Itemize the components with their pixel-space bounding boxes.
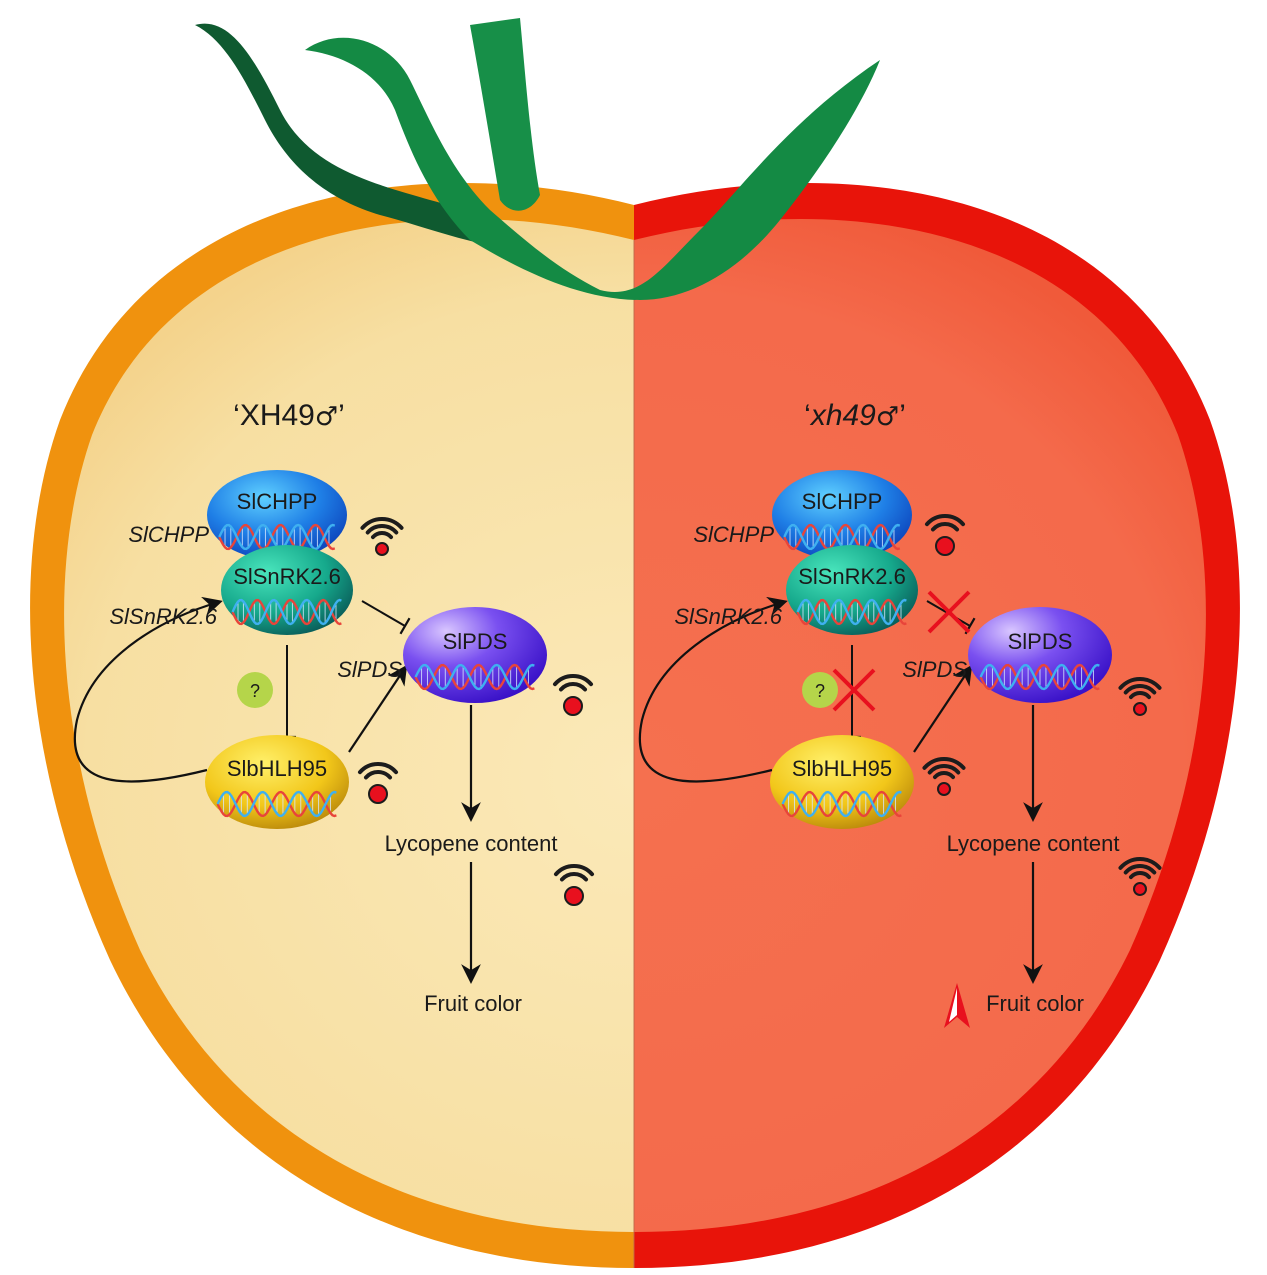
male-symbol-icon: ♂ — [876, 402, 899, 432]
protein-slsnrk26-label: SlSnRK2.6 — [798, 564, 906, 589]
activation-arrow-bhlh-to-pds — [913, 664, 973, 753]
protein-slchpp-label: SlCHPP — [802, 489, 883, 514]
panel-title: ‘xh49♂’ — [804, 399, 906, 432]
tomato-fruit — [30, 183, 1240, 1268]
quote-open: ‘ — [233, 399, 240, 432]
gene-label-slpds: SlPDS — [337, 657, 402, 682]
gene-label-slchpp: SlCHPP — [693, 522, 774, 547]
dna-helix-icon — [796, 598, 907, 626]
blocked-cross-icon — [832, 668, 876, 712]
gene-label-slpds: SlPDS — [902, 657, 967, 682]
protein-slbhlh95: SlbHLH95 — [205, 735, 349, 829]
genotype-name: XH49 — [240, 399, 315, 432]
fruit-color-label: Fruit color — [986, 991, 1084, 1016]
unknown-factor-badge: ? — [802, 672, 838, 708]
protein-slpds: SlPDS — [968, 607, 1112, 703]
protein-slpds: SlPDS — [403, 607, 547, 703]
tomato-stem-icon — [195, 18, 880, 301]
protein-slbhlh95-label: SlbHLH95 — [227, 756, 327, 781]
genotype-name: xh49 — [809, 399, 876, 432]
expression-signal-weak-icon — [357, 762, 399, 804]
quote-open: ‘ — [804, 399, 811, 432]
unknown-factor-badge: ? — [237, 672, 273, 708]
activation-arrow-bhlh-to-snrk — [73, 596, 223, 783]
lycopene-content-label: Lycopene content — [947, 831, 1120, 856]
expression-signal-strong-icon — [1118, 677, 1162, 716]
protein-slchpp-label: SlCHPP — [237, 489, 318, 514]
activation-arrow-bhlh-to-snrk — [638, 596, 788, 783]
right-half-mutant — [634, 183, 1240, 1268]
lycopene-content-label: Lycopene content — [385, 831, 558, 856]
gene-label-slchpp: SlCHPP — [128, 522, 209, 547]
expression-signal-weak-icon — [552, 674, 594, 716]
expression-signal-weak-icon — [924, 514, 966, 556]
right-flesh — [634, 218, 1206, 1232]
protein-slsnrk26: SlSnRK2.6 — [221, 545, 353, 635]
dna-helix-icon — [216, 790, 337, 818]
activation-arrow-bhlh-to-pds — [348, 664, 408, 753]
male-symbol-icon: ♂ — [315, 402, 338, 432]
expression-signal-weak-icon — [553, 864, 595, 906]
unknown-factor-label: ? — [815, 681, 825, 701]
protein-slsnrk26: SlSnRK2.6 — [786, 545, 918, 635]
increase-arrow-icon — [944, 983, 970, 1028]
protein-slpds-label: SlPDS — [1008, 629, 1073, 654]
gene-label-slsnrk26: SlSnRK2.6 — [674, 604, 782, 629]
protein-slbhlh95: SlbHLH95 — [770, 735, 914, 829]
expression-signal-strong-icon — [1118, 857, 1162, 896]
dna-helix-icon — [231, 598, 342, 626]
protein-slbhlh95-label: SlbHLH95 — [792, 756, 892, 781]
dna-helix-icon — [781, 790, 902, 818]
dna-helix-icon — [783, 523, 901, 551]
panel-title: ‘XH49♂’ — [233, 399, 345, 432]
dna-helix-icon — [979, 663, 1100, 691]
dna-helix-icon — [414, 663, 535, 691]
left-flesh — [64, 218, 634, 1232]
inhibition-snrk-to-pds — [361, 600, 411, 635]
protein-slchpp: SlCHPP — [772, 470, 912, 560]
gene-label-slsnrk26: SlSnRK2.6 — [109, 604, 217, 629]
fruit-color-label: Fruit color — [424, 991, 522, 1016]
unknown-factor-label: ? — [250, 681, 260, 701]
quote-close: ’ — [338, 399, 345, 432]
expression-signal-strong-icon — [922, 757, 966, 796]
blocked-cross-icon — [927, 590, 971, 634]
expression-signal-strong-icon — [360, 517, 404, 556]
protein-slpds-label: SlPDS — [443, 629, 508, 654]
protein-slsnrk26-label: SlSnRK2.6 — [233, 564, 341, 589]
quote-close: ’ — [899, 399, 906, 432]
left-half-wild-type — [30, 183, 634, 1268]
